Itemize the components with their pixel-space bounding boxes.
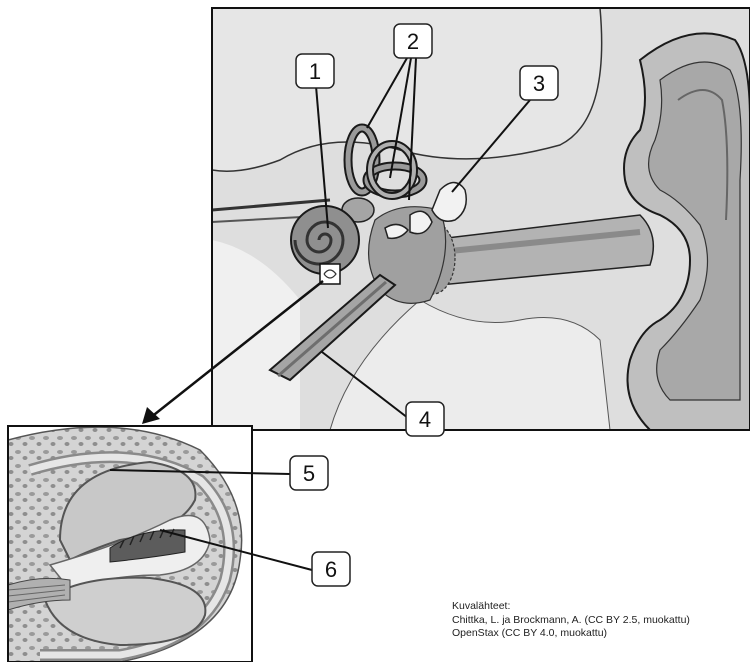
label-6-text: 6 xyxy=(325,557,337,582)
label-6: 6 xyxy=(312,552,350,586)
label-1: 1 xyxy=(296,54,334,88)
label-4-text: 4 xyxy=(419,407,431,432)
sources-heading: Kuvalähteet: xyxy=(452,600,747,614)
label-3-text: 3 xyxy=(533,71,545,96)
label-2-text: 2 xyxy=(407,29,419,54)
label-1-text: 1 xyxy=(309,59,321,84)
ear-cross-section xyxy=(212,8,750,430)
label-5: 5 xyxy=(290,456,328,490)
source-line-2: OpenStax (CC BY 4.0, muokattu) xyxy=(452,627,747,641)
image-sources: Kuvalähteet: Chittka, L. ja Brockmann, A… xyxy=(452,600,747,641)
label-5-text: 5 xyxy=(303,461,315,486)
zoom-arrow-head xyxy=(142,407,160,424)
source-line-1: Chittka, L. ja Brockmann, A. (CC BY 2.5,… xyxy=(452,614,747,628)
label-3: 3 xyxy=(520,66,558,100)
label-4: 4 xyxy=(406,402,444,436)
label-2: 2 xyxy=(394,24,432,58)
